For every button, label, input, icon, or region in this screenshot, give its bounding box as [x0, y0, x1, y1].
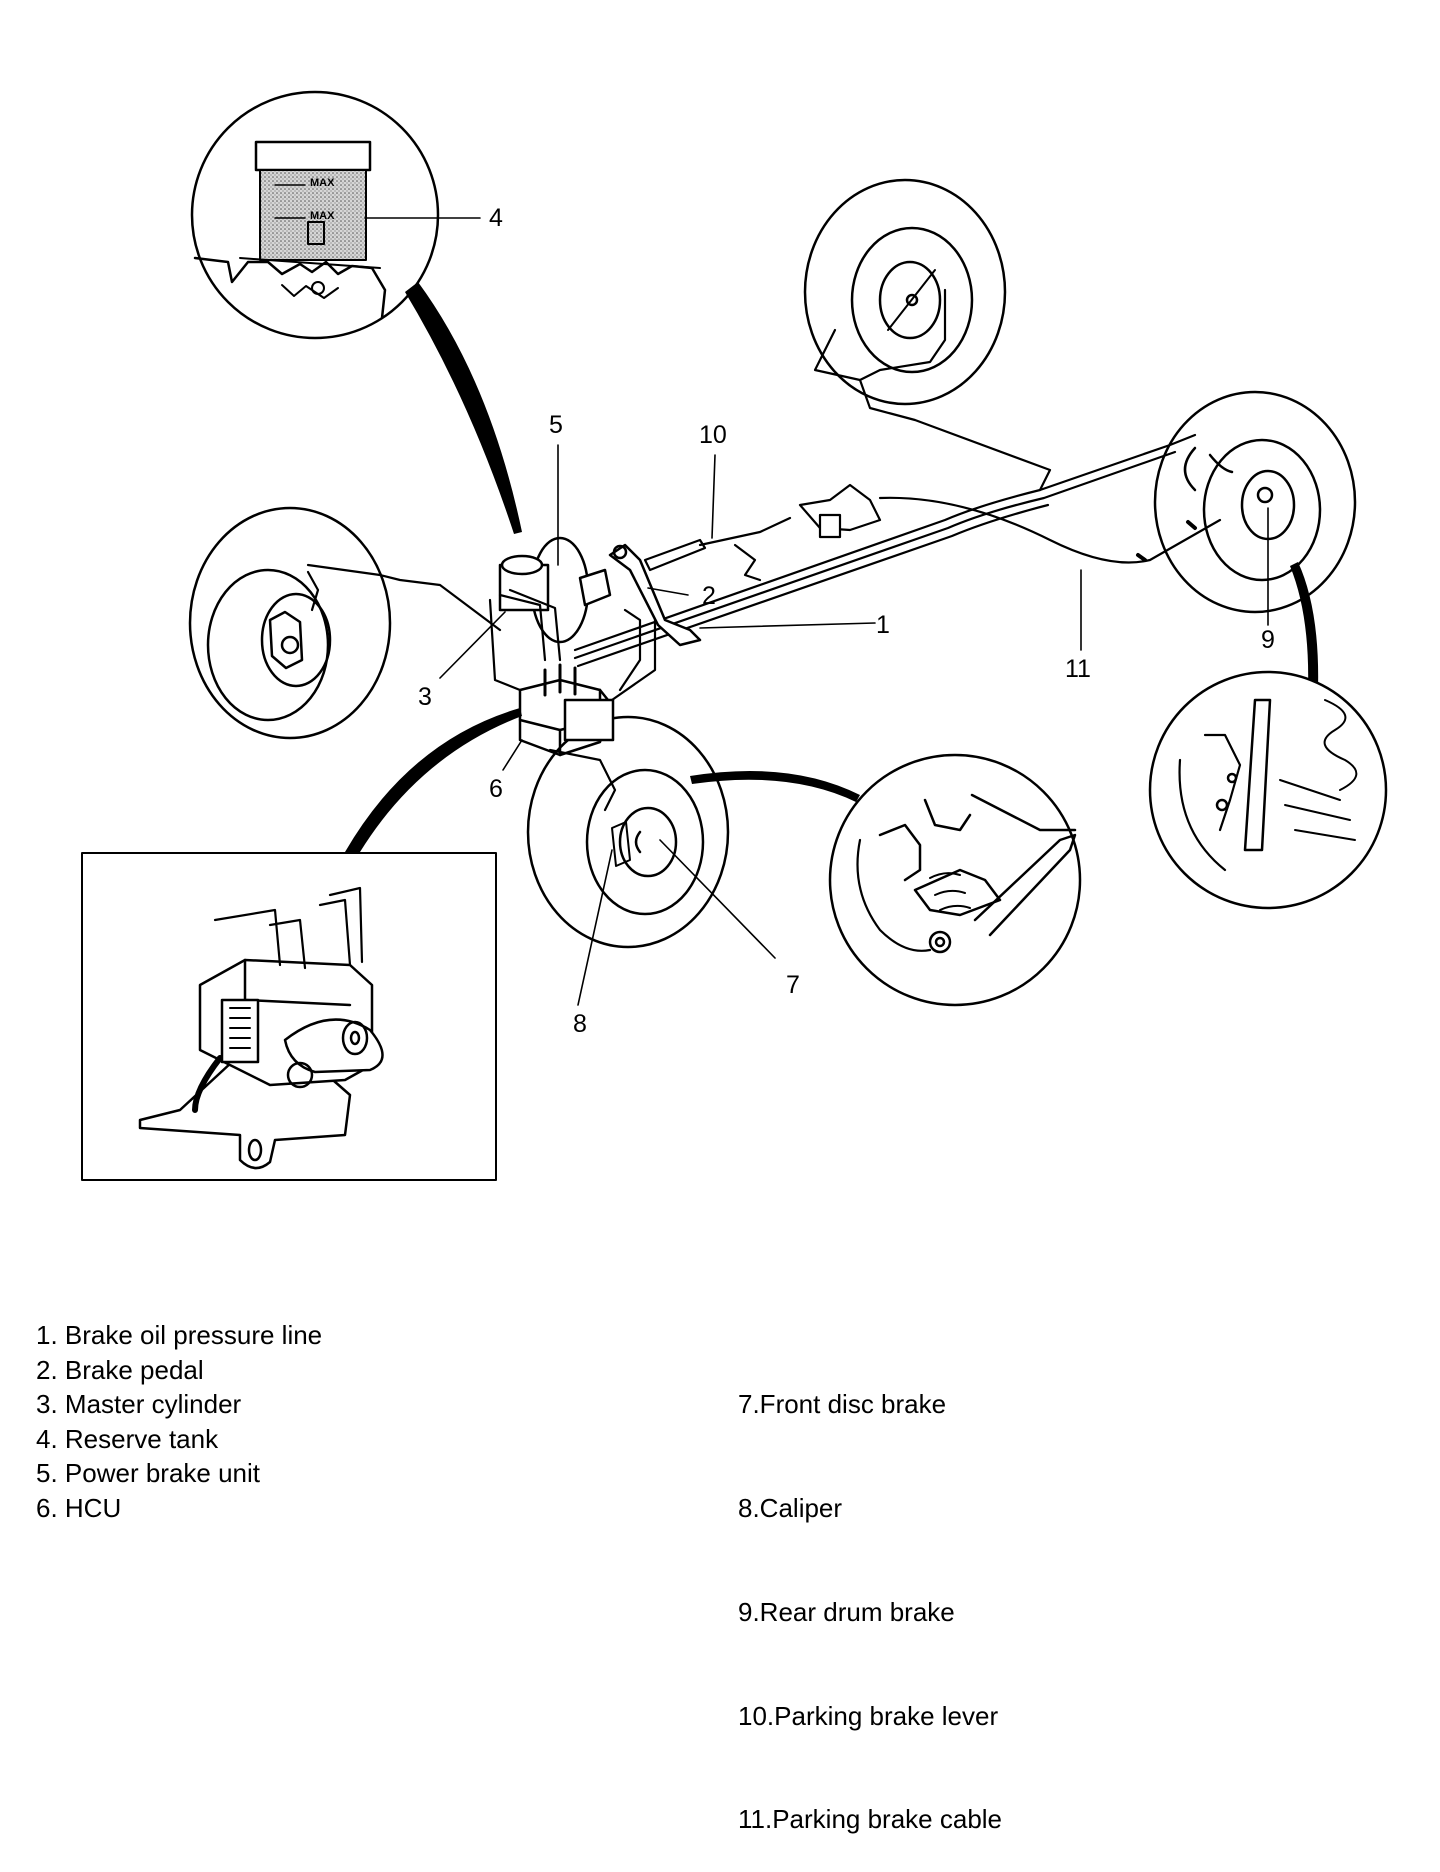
rear-right-wheel: [1153, 390, 1357, 614]
tank-max-lower: MAX: [310, 210, 335, 222]
parking-brake-cable: [878, 496, 1222, 564]
legend-item: 8.Caliper: [738, 1492, 843, 1523]
legend-item: 10.Parking brake lever: [738, 1700, 999, 1731]
callout-3: 3: [418, 683, 432, 711]
callout-7: 7: [786, 971, 800, 999]
reserve-tank-detail: [190, 90, 440, 340]
legend-item: 11.Parking brake cable: [738, 1804, 1003, 1835]
legend-item: 4. Reserve tank: [36, 1423, 219, 1454]
rear-left-wheel: [803, 178, 1007, 406]
hcu-detail: [81, 852, 497, 1181]
parking-brake-lever: [643, 483, 882, 582]
callout-1: 1: [876, 611, 890, 639]
callout-4: 4: [489, 204, 503, 232]
callout-10: 10: [699, 421, 727, 449]
callout-8: 8: [573, 1010, 587, 1038]
hcu: [518, 663, 615, 757]
tank-max-upper: MAX: [310, 177, 335, 189]
master-cylinder: [488, 554, 562, 692]
callout-5: 5: [549, 411, 563, 439]
legend-item: 7.Front disc brake: [738, 1389, 947, 1420]
brake-oil-pressure-line: [306, 288, 1197, 812]
callout-9: 9: [1261, 626, 1275, 654]
callout-2: 2: [702, 582, 716, 610]
callout-6: 6: [489, 775, 503, 803]
legend-left-column: 1. Brake oil pressure line 2. Brake peda…: [36, 1318, 322, 1526]
brake-system-diagram: MAX MAX 1 2 3 4 5 6 7 8 9 10 11: [81, 90, 1388, 1181]
front-right-wheel: [526, 715, 730, 949]
legend-right-column: 7.Front disc brake 8.Caliper 9.Rear drum…: [738, 1318, 1002, 1872]
brake-pedal: [608, 543, 702, 647]
front-left-wheel: [188, 506, 392, 740]
legend-item: 5. Power brake unit: [36, 1458, 261, 1489]
legend-item: 1. Brake oil pressure line: [36, 1320, 323, 1350]
rear-drum-brake-detail: [1148, 670, 1388, 910]
legend-item: 3. Master cylinder: [36, 1389, 242, 1420]
front-disc-brake-detail: [828, 753, 1082, 1007]
legend-item: 2. Brake pedal: [36, 1354, 204, 1385]
callout-11: 11: [1065, 655, 1091, 683]
legend-item: 6. HCU: [36, 1492, 122, 1523]
legend-item: 9.Rear drum brake: [738, 1596, 955, 1627]
